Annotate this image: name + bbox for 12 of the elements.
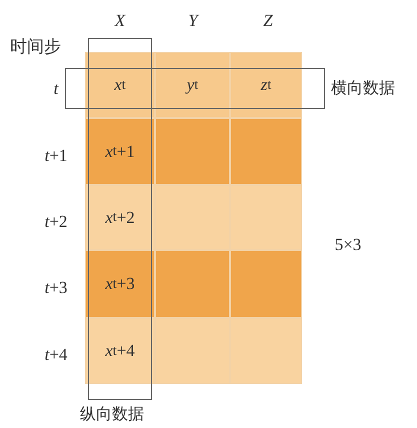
row-header: t+4	[44, 346, 68, 363]
frame-label: 纵向数据	[80, 406, 144, 422]
column-header: Z	[263, 12, 273, 29]
column-header: Y	[188, 12, 198, 29]
dimension-label: 5×3	[334, 236, 362, 253]
frame-label: 横向数据	[331, 80, 395, 96]
row-header: t	[54, 80, 58, 97]
column-header: X	[114, 12, 126, 29]
row-header: t+1	[44, 147, 68, 164]
row-header: t+3	[44, 279, 68, 296]
axis-title: 时间步	[10, 38, 61, 55]
row-header: t+2	[44, 213, 68, 230]
